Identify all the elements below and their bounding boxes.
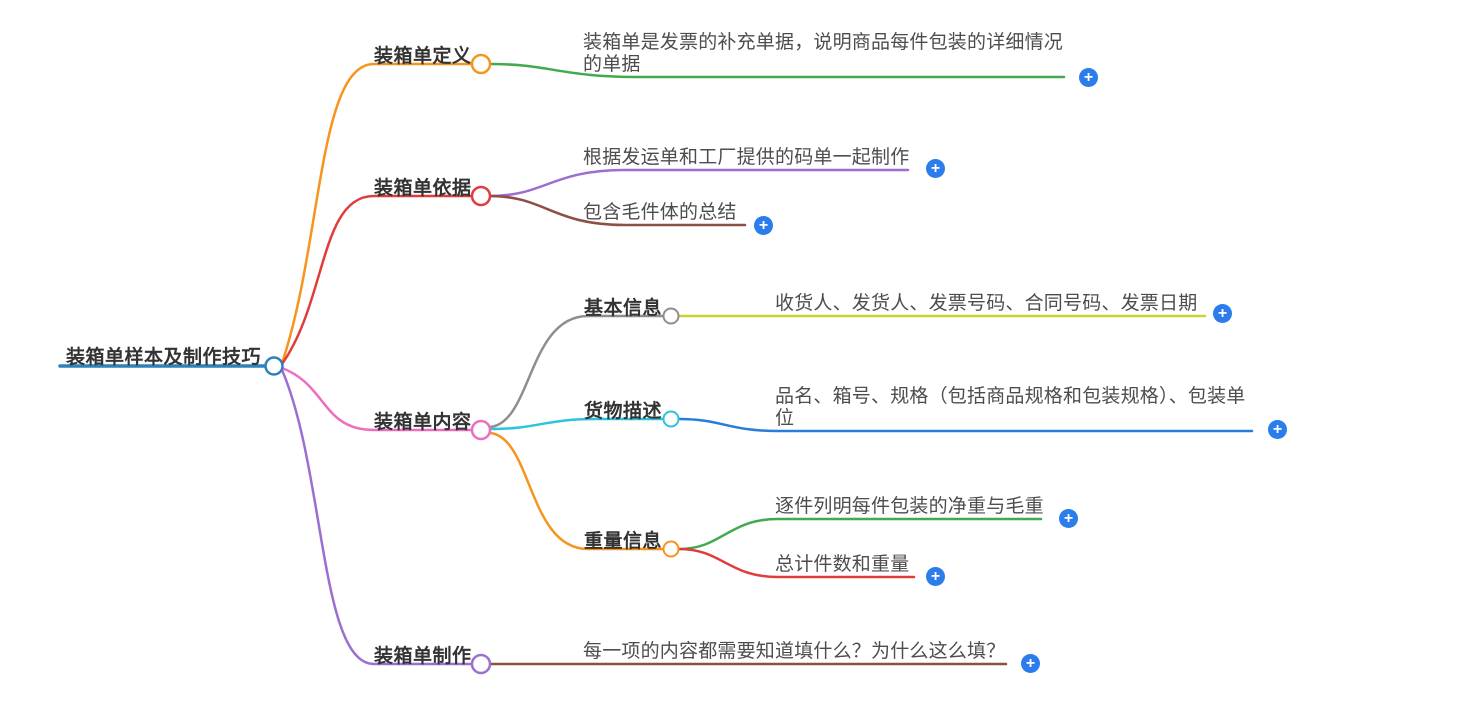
- node-circle-weight-info[interactable]: [662, 540, 680, 558]
- subbranch-label-basic-info[interactable]: 基本信息: [584, 298, 663, 319]
- leaf-connector-weight-note2: [677, 547, 916, 579]
- root-node-circle[interactable]: [264, 356, 284, 376]
- add-child-button-definition-note[interactable]: +: [1079, 68, 1098, 87]
- branch-connector-basis: [280, 194, 474, 366]
- branch-connector-content: [280, 366, 474, 432]
- add-child-button-basis-note1[interactable]: +: [926, 159, 945, 178]
- subbranch-connector-goods-desc: [488, 417, 665, 431]
- leaf-connector-basis-note2: [488, 194, 747, 227]
- branch-connector-making: [280, 368, 474, 666]
- subbranch-connector-basic-info: [488, 314, 665, 429]
- leaf-text-making-note[interactable]: 每一项的内容都需要知道填什么？为什么这么填？: [583, 641, 1006, 662]
- branch-label-content[interactable]: 装箱单内容: [374, 412, 472, 433]
- branch-label-definition[interactable]: 装箱单定义: [374, 46, 472, 67]
- subbranch-label-weight-info[interactable]: 重量信息: [584, 531, 663, 552]
- add-child-button-goods-desc-note[interactable]: +: [1268, 420, 1287, 439]
- branch-label-making[interactable]: 装箱单制作: [374, 646, 472, 667]
- leaf-connector-goods-desc-note: [677, 417, 1254, 433]
- leaf-text-weight-note2[interactable]: 总计件数和重量: [775, 554, 910, 575]
- node-circle-content[interactable]: [470, 419, 492, 441]
- node-circle-basis[interactable]: [470, 185, 492, 207]
- subbranch-label-goods-desc[interactable]: 货物描述: [584, 401, 663, 422]
- node-circle-making[interactable]: [470, 653, 492, 675]
- add-child-button-weight-note1[interactable]: +: [1059, 509, 1078, 528]
- root-node-label[interactable]: 装箱单样本及制作技巧: [66, 347, 262, 368]
- leaf-text-basis-note1[interactable]: 根据发运单和工厂提供的码单一起制作: [583, 147, 910, 168]
- branch-connector-definition: [280, 62, 474, 365]
- node-circle-basic-info[interactable]: [662, 307, 680, 325]
- leaf-connector-basis-note1: [488, 168, 910, 198]
- leaf-text-weight-note1[interactable]: 逐件列明每件包装的净重与毛重: [775, 496, 1044, 517]
- add-child-button-weight-note2[interactable]: +: [926, 567, 945, 586]
- subbranch-connector-weight-info: [488, 431, 665, 551]
- node-circle-goods-desc[interactable]: [662, 410, 680, 428]
- add-child-button-making-note[interactable]: +: [1021, 654, 1040, 673]
- leaf-connector-weight-note1: [677, 517, 1043, 551]
- add-child-button-basic-info-note[interactable]: +: [1213, 304, 1232, 323]
- add-child-button-basis-note2[interactable]: +: [754, 216, 773, 235]
- leaf-text-goods-desc-note[interactable]: 品名、箱号、规格（包括商品规格和包装规格）、包装单位: [775, 386, 1246, 429]
- leaf-text-definition-note[interactable]: 装箱单是发票的补充单据，说明商品每件包装的详细情况的单据: [583, 32, 1064, 75]
- leaf-text-basis-note2[interactable]: 包含毛件体的总结: [583, 202, 737, 223]
- branch-label-basis[interactable]: 装箱单依据: [374, 178, 472, 199]
- leaf-text-basic-info-note[interactable]: 收货人、发货人、发票号码、合同号码、发票日期: [775, 293, 1198, 314]
- node-circle-definition[interactable]: [470, 53, 492, 75]
- leaf-connector-definition-note: [488, 62, 1066, 79]
